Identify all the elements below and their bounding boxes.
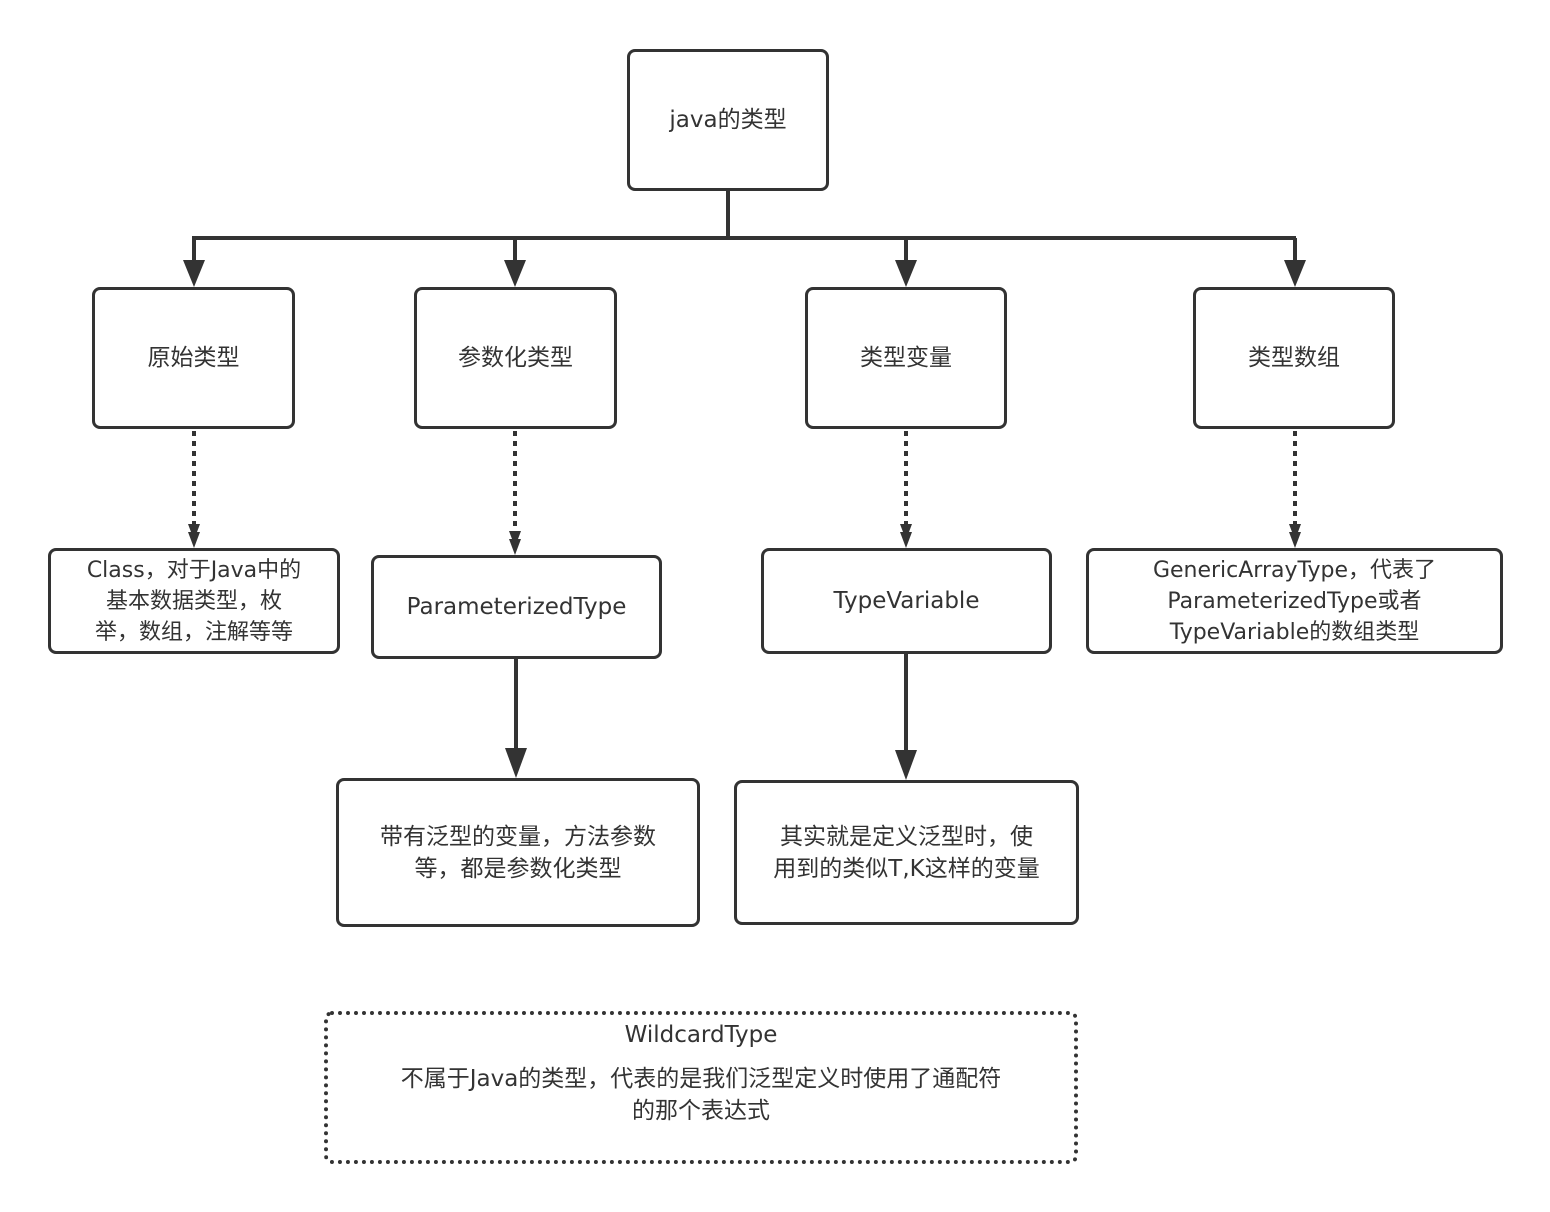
branch-to-parameterized-type (504, 238, 526, 287)
impl-label-class: Class，对于Java中的 基本数据类型，枚 举，数组，注解等等 (86, 557, 302, 645)
impl-label-genericarraytype: GenericArrayType，代表了 ParameterizedType或者… (1152, 557, 1437, 645)
root-trunk-connector (192, 191, 1296, 240)
impl-node-parameterizedtype: ParameterizedType (371, 555, 662, 659)
description-node-typevariable: 其实就是定义泛型时，使 用到的类似T,K这样的变量 (734, 780, 1079, 925)
branch-to-raw-type (183, 238, 205, 287)
category-label-parameterized-type: 参数化类型 (458, 345, 573, 371)
category-node-parameterized-type: 参数化类型 (414, 287, 617, 429)
branch-to-type-variable (895, 238, 917, 287)
description-label-parameterizedtype: 带有泛型的变量，方法参数 等，都是参数化类型 (380, 823, 656, 882)
dotted-tvar-to-typevariable (900, 431, 912, 548)
wildcardtype-note: WildcardType 不属于Java的类型，代表的是我们泛型定义时使用了通配… (324, 1011, 1078, 1164)
branch-to-type-array (1284, 238, 1306, 287)
arrow-typevariable-to-description (895, 654, 917, 780)
root-node-java-types: java的类型 (627, 49, 829, 191)
category-label-type-array: 类型数组 (1248, 345, 1340, 371)
category-node-type-variable: 类型变量 (805, 287, 1007, 429)
arrow-parameterizedtype-to-description (505, 659, 527, 778)
impl-node-typevariable: TypeVariable (761, 548, 1052, 654)
wildcardtype-description: 不属于Java的类型，代表的是我们泛型定义时使用了通配符 的那个表达式 (400, 1066, 1002, 1124)
dotted-param-to-parameterizedtype (509, 431, 521, 555)
impl-node-class: Class，对于Java中的 基本数据类型，枚 举，数组，注解等等 (48, 548, 340, 654)
wildcardtype-title: WildcardType (624, 1022, 778, 1048)
description-node-parameterizedtype: 带有泛型的变量，方法参数 等，都是参数化类型 (336, 778, 700, 927)
category-node-raw-type: 原始类型 (92, 287, 295, 429)
impl-label-parameterizedtype: ParameterizedType (406, 594, 627, 620)
dotted-raw-to-class (188, 431, 200, 548)
category-node-type-array: 类型数组 (1193, 287, 1395, 429)
impl-node-genericarraytype: GenericArrayType，代表了 ParameterizedType或者… (1086, 548, 1503, 654)
category-label-raw-type: 原始类型 (147, 345, 240, 371)
description-label-typevariable: 其实就是定义泛型时，使 用到的类似T,K这样的变量 (773, 823, 1040, 882)
root-node-label: java的类型 (669, 107, 787, 133)
impl-label-typevariable: TypeVariable (833, 588, 980, 614)
dotted-arr-to-genericarraytype (1289, 431, 1301, 548)
category-label-type-variable: 类型变量 (860, 345, 952, 371)
